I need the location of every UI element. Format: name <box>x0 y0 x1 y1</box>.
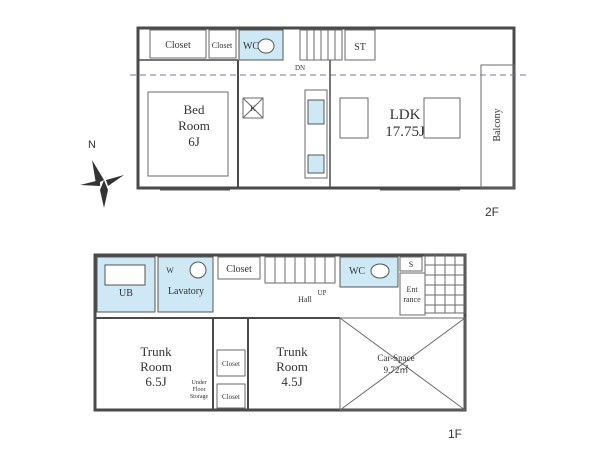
entrance <box>399 272 426 316</box>
hall-label: Hall <box>298 295 313 304</box>
kitchen-counter <box>304 89 328 179</box>
toilet-2f-icon <box>257 38 275 54</box>
trunk-room-2-label-1: Trunk <box>276 344 308 359</box>
w-label: W <box>166 266 174 275</box>
ldk-label-1: LDK <box>390 107 421 123</box>
closet-b <box>216 383 246 409</box>
closet-b-label: Closet <box>222 393 240 401</box>
closet-a-label: Closet <box>222 360 240 368</box>
kitchen-stove <box>307 154 325 174</box>
bedroom-label-2: Room <box>178 118 210 133</box>
stairs-1f <box>264 256 336 284</box>
lavatory-label: Lavatory <box>168 286 204 297</box>
closet-hall <box>217 256 261 280</box>
sofa <box>423 97 461 139</box>
carspace-label-1: Car-Space <box>377 353 414 363</box>
kitchen-sink <box>307 99 325 125</box>
entrance-tiles <box>424 254 466 314</box>
trunk-room-1-label-1: Trunk <box>140 344 172 359</box>
compass-needle-icon <box>100 180 108 208</box>
entrance-label-1: Ent <box>406 285 418 294</box>
closet-2f-2-label: Closet <box>212 41 233 50</box>
k-label: K <box>250 104 256 113</box>
wc-2f-label: WC <box>243 41 259 52</box>
st-label: ST <box>354 42 366 53</box>
dining-table <box>339 97 369 139</box>
floor-1f-label: 1F <box>448 427 462 441</box>
up-label: UP <box>318 289 327 297</box>
closet-2f-1 <box>149 29 207 59</box>
trunk-room-2-label-3: 4.5J <box>281 374 302 389</box>
closet-2f-2 <box>208 29 237 59</box>
dn-label: DN <box>295 64 305 72</box>
s-label: S <box>409 260 413 269</box>
toilet-1f-icon <box>370 263 390 279</box>
storage-2f <box>344 29 376 61</box>
closet-2f-1-label: Closet <box>165 40 191 51</box>
floor-1f: UB W Lavatory Closet WC S UP Hall Ent ra… <box>93 253 467 441</box>
underfloor-label-3: Storage <box>190 394 209 400</box>
trunk-room-2-label-2: Room <box>276 359 308 374</box>
closet-hall-label: Closet <box>226 264 252 275</box>
closet-a <box>216 349 246 377</box>
stairs-2f <box>299 29 343 61</box>
bathtub-icon <box>104 264 146 286</box>
underfloor-label-1: Under <box>192 380 207 386</box>
ub-label: UB <box>119 288 133 299</box>
trunk-room-1-label-3: 6.5J <box>145 374 166 389</box>
bedroom-label-3: 6J <box>188 134 200 149</box>
bedroom-label-1: Bed <box>184 102 205 117</box>
carspace-label-2: 9.72㎡ <box>384 365 409 375</box>
floor-2f: Closet Closet WC ST DN Bed Room 6J K LDK… <box>130 26 530 219</box>
balcony-area <box>480 64 515 189</box>
ldk-label-2: 17.75J <box>385 124 425 140</box>
car-space <box>339 317 466 411</box>
washbasin-icon <box>189 261 207 279</box>
compass-north-label: N <box>88 139 96 151</box>
wc-1f-label: WC <box>349 266 365 277</box>
shoe-storage <box>399 256 423 272</box>
kitchen-vent <box>242 97 264 119</box>
underfloor-label-2: Floor <box>192 387 205 393</box>
bed-outline <box>147 91 229 177</box>
wc-2f <box>238 29 284 61</box>
trunk-room-1-label-2: Room <box>140 359 172 374</box>
entrance-label-2: rance <box>403 295 421 304</box>
balcony-label: Balcony <box>492 108 503 141</box>
compass: N <box>80 139 124 208</box>
floor-2f-label: 2F <box>485 205 499 219</box>
